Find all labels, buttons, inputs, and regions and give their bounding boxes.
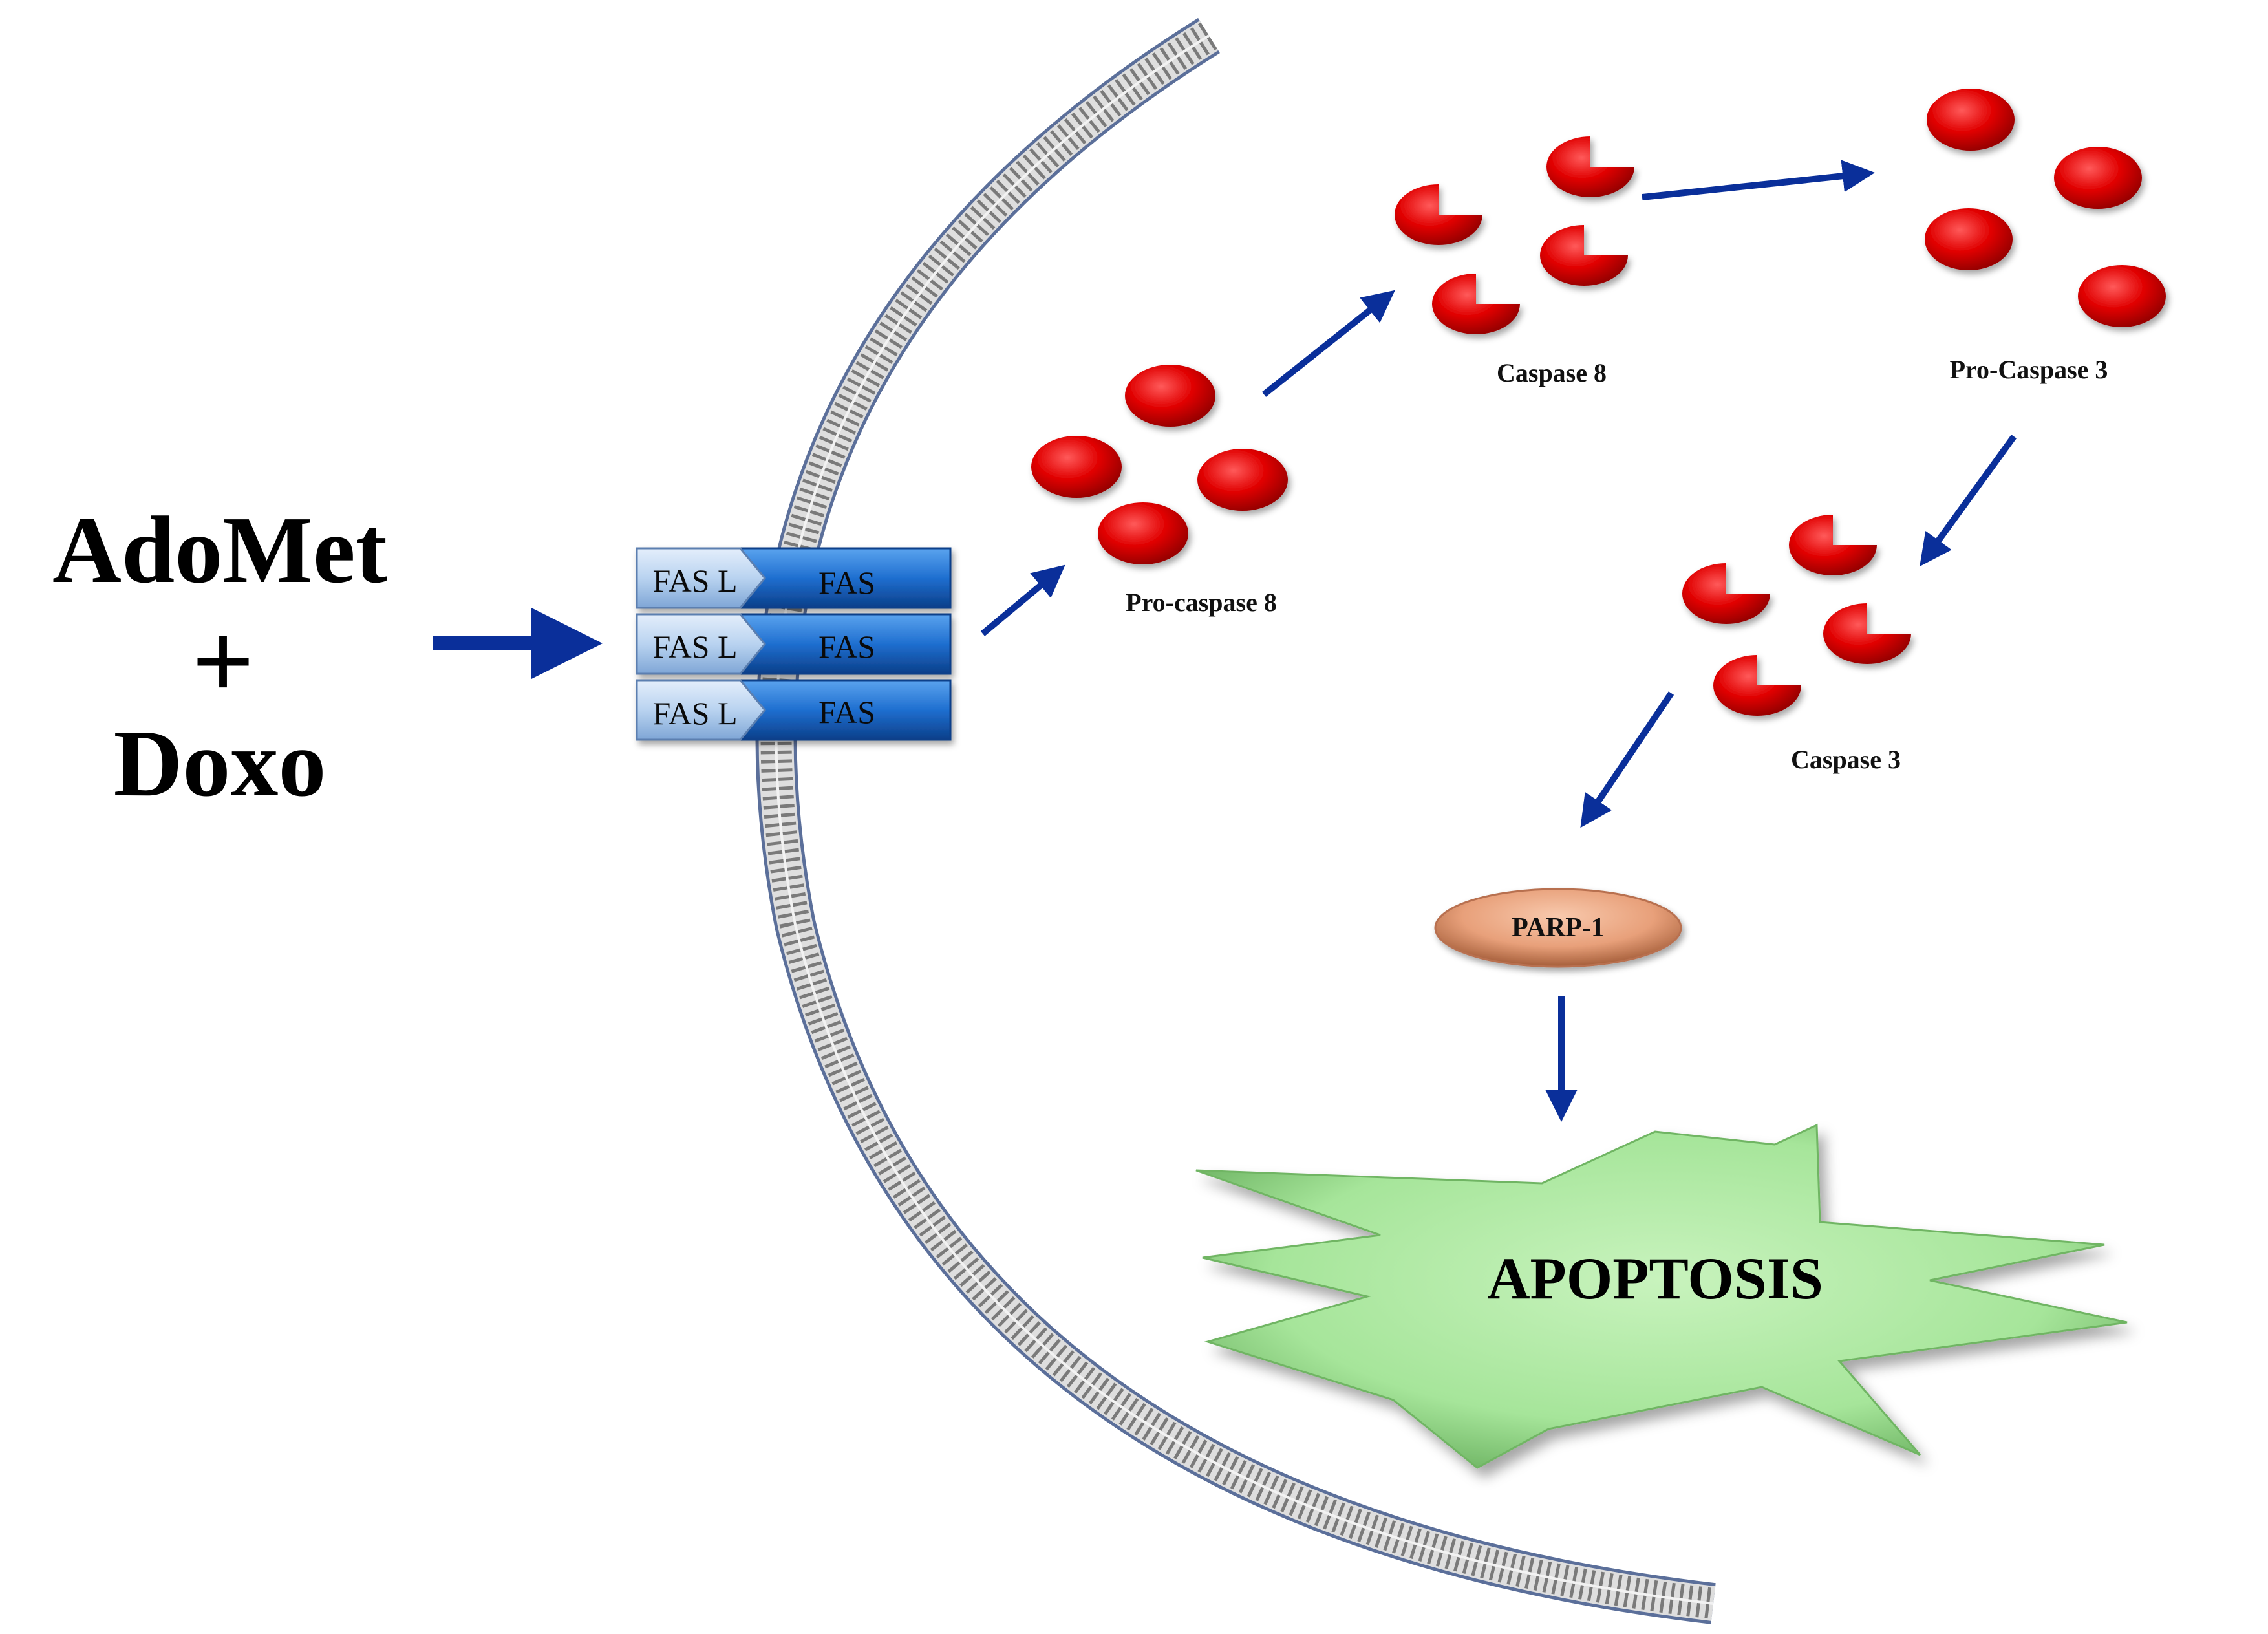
pro-caspase8-cluster [1031,365,1288,564]
caspase-disc [1031,436,1122,498]
caspase3-cluster [1682,515,1911,716]
pro-caspase8-label: Pro-caspase 8 [1126,588,1277,617]
fas-receptor-label: FAS [818,694,875,730]
fas-ligand-label: FAS L [652,629,737,665]
arrow-caspase8-to-procaspase3 [1642,160,1875,200]
cleaved-caspase-disc [1546,136,1634,197]
plus-sign: + [192,601,255,722]
caspase8-cluster [1395,136,1634,334]
parp1-label: PARP-1 [1512,913,1605,943]
caspase8-label: Caspase 8 [1497,358,1607,387]
drug-adomet-label: AdoMet [52,497,387,603]
fas-ligand-box [636,613,766,675]
cell-membrane [755,17,1716,1624]
caspase3-label: Caspase 3 [1791,745,1901,774]
drug-doxo-label: Doxo [114,711,326,817]
cleaved-caspase-disc [1682,563,1770,624]
cleaved-caspase-disc [1713,655,1801,716]
caspase-disc [1197,449,1288,511]
pathway-arrows [433,160,2017,1122]
arrow-fas-to-procaspase8 [980,564,1065,636]
cleaved-caspase-disc [1789,515,1877,575]
pro-caspase3-cluster [1925,89,2166,327]
pro-caspase3-label: Pro-Caspase 3 [1950,355,2108,384]
cleaved-caspase-disc [1823,603,1911,664]
fas-ligand-label: FAS L [652,695,737,731]
caspase-disc [1098,502,1188,564]
fas-ligand-label: FAS L [652,563,737,599]
parp1-node [1434,888,1682,968]
fas-ligand-box [636,547,766,609]
fas-ligand-box [636,679,766,741]
caspase-disc [1125,365,1215,427]
apoptosis-label: APOPTOSIS [1487,1245,1823,1311]
fas-receptor-label: FAS [818,564,875,601]
arrow-caspase3-to-parp1 [1580,691,1674,828]
apoptosis-burst [1195,1123,2128,1469]
arrow-procaspase3-to-caspase3 [1920,435,2017,567]
cleaved-caspase-disc [1395,184,1482,245]
fas-receptor-label: FAS [818,629,875,665]
caspase-disc [1925,208,2013,270]
fas-receptor-complex [636,547,952,741]
caspase-disc [2054,147,2142,209]
cleaved-caspase-disc [1540,225,1628,286]
arrow-procaspase8-to-caspase8 [1261,290,1395,397]
caspase-disc [2078,265,2166,327]
cleaved-caspase-disc [1432,274,1520,334]
caspase-disc [1927,89,2015,151]
